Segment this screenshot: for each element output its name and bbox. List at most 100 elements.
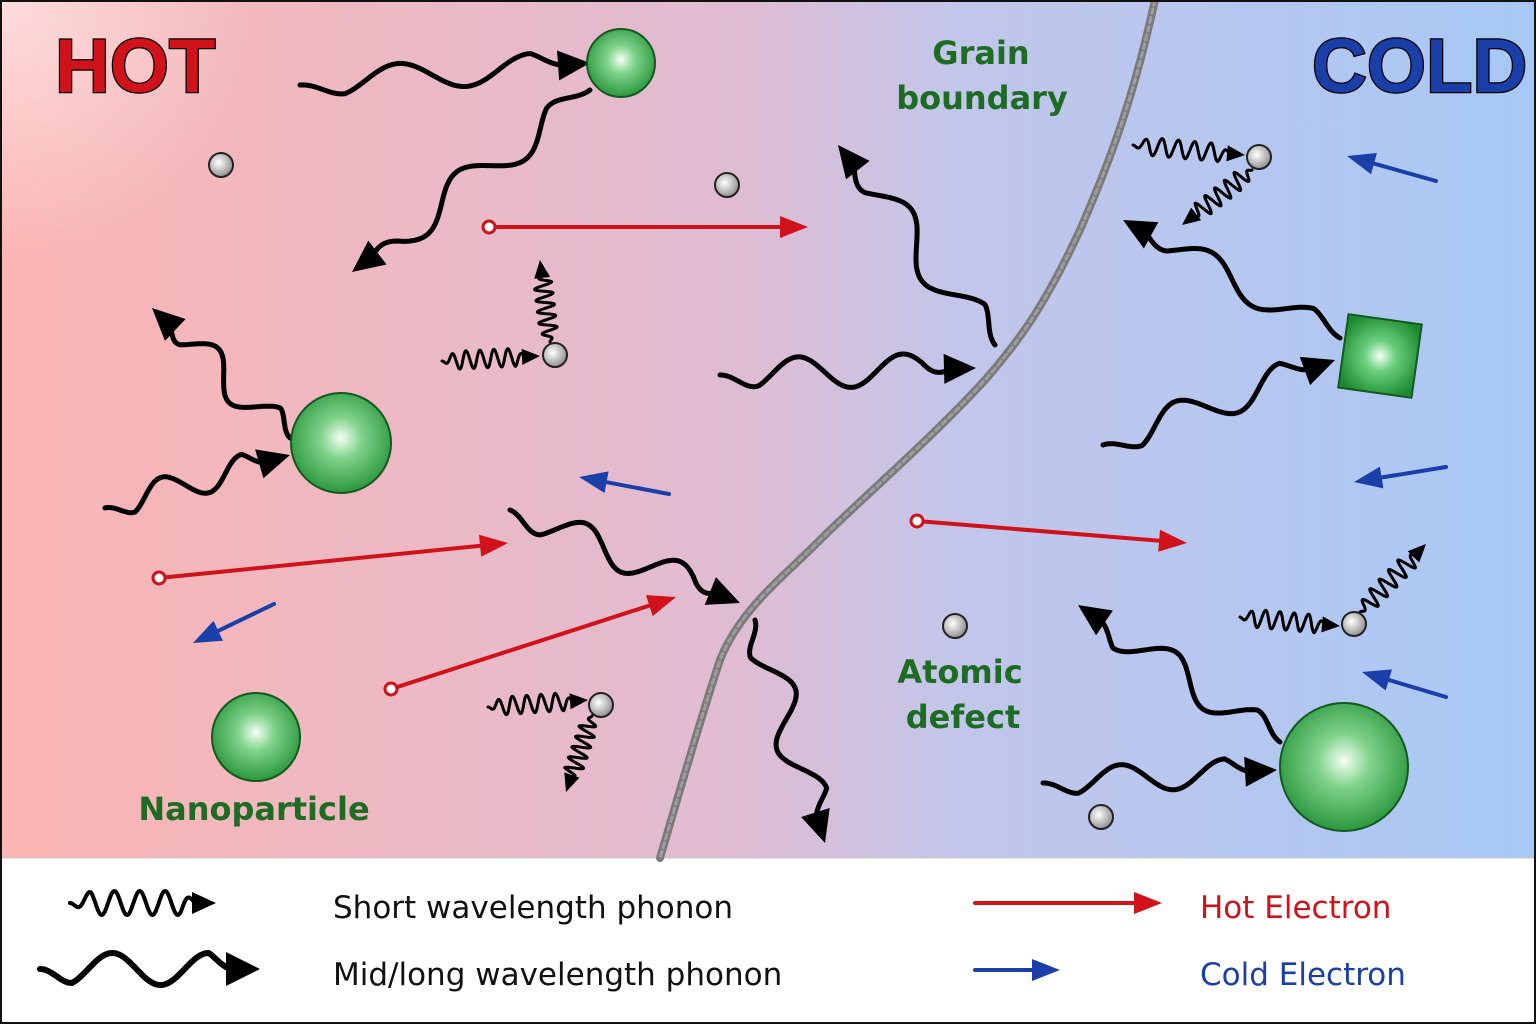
short-phonon-arrow-1-head	[521, 348, 540, 365]
phonon-arrows	[102, 50, 1426, 843]
long-phonon-arrow-2-body	[369, 87, 593, 259]
short-phonon-arrow-4-body	[563, 714, 598, 780]
atomic-defects	[208, 144, 1367, 830]
cold-electron-arrow-1-shaft	[1364, 159, 1438, 183]
long-phonon-arrow-3-head	[152, 308, 186, 341]
atomic-defect	[208, 152, 234, 178]
long-phonon-arrow-6-body	[851, 162, 998, 348]
long-phonon-arrow-4-head	[255, 449, 290, 479]
atomic-defect	[588, 692, 614, 718]
legend-background	[0, 858, 1536, 1024]
short-phonon-arrow-8-head	[1407, 544, 1426, 563]
legend-long-phonon-symbol-body	[37, 950, 236, 988]
cold-electron-arrow-2-shaft	[596, 478, 671, 496]
short-phonon-arrow-6-head	[1182, 207, 1202, 225]
nanoparticle-bottom-right	[1279, 702, 1409, 832]
hot-electron-arrow-4-tail	[909, 513, 925, 529]
nanoparticle-left	[290, 392, 392, 494]
nanoparticle-label: Nanoparticle	[138, 790, 369, 828]
long-phonon-arrow-11-body	[1096, 616, 1283, 745]
electron-arrows	[151, 153, 1448, 699]
hot-corner-glow	[0, 0, 260, 260]
hot-electron-arrow-3-shaft	[389, 601, 659, 691]
short-phonon-arrow-2-body	[533, 272, 559, 344]
long-phonon-arrow-1-body	[297, 51, 567, 97]
short-phonon-arrow-6-body	[1191, 168, 1254, 218]
long-phonon-arrow-8-body	[747, 617, 830, 822]
long-phonon-arrow-7-body	[507, 507, 719, 597]
long-phonon-arrow-6-head	[838, 145, 870, 180]
short-phonon-arrow-7-body	[1238, 608, 1328, 635]
atomic-defect	[1246, 144, 1272, 170]
legend-long-phonon-label: Mid/long wavelength phonon	[333, 957, 782, 993]
cold-electron-arrow-1-head	[1347, 153, 1377, 175]
cold-electron-arrow-5-shaft	[1379, 675, 1448, 699]
long-phonon-arrow-1-head	[557, 50, 590, 81]
cold-electron-arrow-5-head	[1362, 669, 1392, 691]
atomic-defect	[942, 613, 968, 639]
long-phonon-arrow-12-head	[1244, 756, 1277, 787]
long-phonon-arrow-5-body	[717, 351, 953, 390]
hot-electron-arrow-3-tail	[383, 681, 399, 697]
cold-zone-label: COLD	[1312, 24, 1527, 109]
hot-electron-arrow-2-shaft	[157, 542, 491, 580]
atomic-defect	[542, 342, 568, 368]
legend-short-phonon-label: Short wavelength phonon	[333, 890, 733, 926]
short-phonon-arrow-3-head	[569, 693, 588, 710]
cold-electron-arrow-3-head	[193, 620, 223, 643]
cold-electron-arrow-3-shaft	[209, 602, 276, 637]
short-phonon-arrow-1-body	[440, 347, 528, 371]
long-phonon-arrow-9-head	[1123, 220, 1159, 249]
legend-short-phonon-symbol-head	[192, 892, 216, 914]
legend-cold-electron-label: Cold Electron	[1200, 957, 1406, 993]
hot-electron-arrow-4-head	[1158, 529, 1187, 552]
atomic-defect	[714, 172, 740, 198]
hot-electron-arrow-1-tail	[481, 219, 497, 235]
cold-electron-arrow-4-head	[1354, 466, 1384, 489]
legend-cold-electron-symbol-head	[1032, 959, 1060, 981]
grain-boundary-label-line2: boundary	[896, 79, 1068, 117]
long-phonon-arrow-8-head	[801, 808, 830, 843]
nanoparticle-square	[1337, 313, 1423, 399]
hot-electron-arrow-3-head	[646, 595, 676, 617]
short-phonon-arrow-3-body	[486, 691, 576, 717]
short-phonon-arrow-5-body	[1131, 137, 1233, 164]
grain-boundary-label-line1: Grain	[932, 34, 1029, 72]
legend-short-phonon-symbol-body	[68, 889, 199, 917]
short-phonon-arrow-7-head	[1321, 616, 1340, 633]
long-phonon-arrow-10-body	[1100, 360, 1314, 450]
hot-electron-arrow-4-shaft	[915, 519, 1170, 544]
long-phonon-arrow-7-head	[704, 577, 740, 605]
long-phonon-arrow-2-head	[352, 240, 387, 272]
long-phonon-arrow-5-head	[943, 353, 976, 384]
long-phonon-arrow-12-body	[1040, 756, 1254, 796]
legend-long-phonon-symbol-head	[226, 952, 260, 986]
legend-symbols	[37, 889, 1162, 988]
hot-electron-arrow-1-head	[780, 216, 808, 238]
hot-electron-arrow-2-head	[479, 534, 508, 557]
atomic-defect	[1088, 804, 1114, 830]
long-phonon-arrow-9-body	[1143, 229, 1343, 341]
short-phonon-arrow-2-head	[534, 260, 551, 279]
cold-electron-arrow-4-shaft	[1371, 465, 1448, 481]
grain-boundary-texture	[658, 0, 1157, 860]
legend-hot-electron-label: Hot Electron	[1200, 890, 1391, 926]
hot-electron-arrow-2-tail	[151, 570, 167, 586]
short-phonon-arrow-8-body	[1358, 552, 1418, 614]
short-phonon-arrow-4-head	[564, 772, 580, 792]
hot-zone-label: HOT	[55, 24, 215, 109]
long-phonon-arrow-4-body	[102, 451, 268, 516]
atomic-defect-label-line2: defect	[906, 698, 1021, 736]
nanoparticle-bottom-left	[211, 692, 301, 782]
cold-electron-arrow-2-head	[579, 471, 609, 493]
nanoparticle-top	[586, 28, 656, 98]
atomic-defect	[1341, 611, 1367, 637]
atomic-defect-label-line1: Atomic	[897, 653, 1022, 691]
short-phonon-arrow-5-head	[1226, 145, 1245, 162]
long-phonon-arrow-10-head	[1299, 356, 1335, 386]
long-phonon-arrow-11-head	[1078, 605, 1113, 636]
long-phonon-arrow-3-body	[168, 323, 293, 441]
legend-hot-electron-symbol-head	[1134, 892, 1162, 914]
